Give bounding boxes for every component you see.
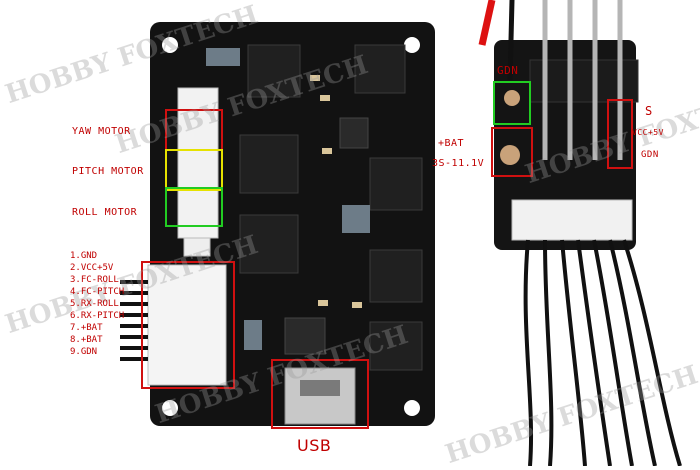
- resistor: [310, 75, 320, 81]
- bat-highlight-box: [491, 127, 533, 177]
- chip: [369, 321, 423, 371]
- usb-label: USB: [297, 436, 332, 455]
- bat-range-label: 3S-11.1V: [432, 158, 485, 169]
- gdn-right-label: GDN: [641, 150, 659, 160]
- resistor: [320, 95, 330, 101]
- pitch-highlight-box: [165, 149, 223, 191]
- pin-item: 1.GND: [70, 251, 98, 261]
- wire-bundle-right: [523, 239, 682, 467]
- pin-item: 9.GDN: [70, 347, 98, 357]
- mount-hole: [162, 400, 178, 416]
- pitch-motor-label: PITCH MOTOR: [72, 166, 144, 177]
- chip: [354, 44, 406, 94]
- s-label: S: [645, 104, 653, 118]
- bat-label: +BAT: [438, 138, 465, 149]
- mount-hole: [404, 37, 420, 53]
- yaw-motor-label: YAW MOTOR: [72, 126, 131, 137]
- gdn-top-label: GDN: [497, 64, 519, 77]
- pin-item: 3.FC-ROLL: [70, 275, 119, 285]
- motor-connector: [177, 87, 219, 239]
- chip: [239, 214, 299, 274]
- pin-item: 7.+BAT: [70, 323, 103, 333]
- usb-opening: [300, 380, 340, 396]
- resistor: [322, 148, 332, 154]
- chip: [247, 44, 301, 98]
- roll-motor-label: ROLL MOTOR: [72, 207, 138, 218]
- capacitor: [244, 320, 262, 350]
- pin-list: 1.GND 2.VCC+5V 3.FC-ROLL 4.FC-PITCH 5.RX…: [70, 250, 124, 358]
- black-wire: [507, 0, 515, 81]
- mount-hole: [404, 400, 420, 416]
- pin-highlight-box: [141, 261, 235, 389]
- solder-pad: [504, 90, 520, 106]
- connector-tab: [183, 237, 211, 257]
- resistor: [318, 300, 328, 306]
- capacitor: [342, 205, 370, 233]
- component: [339, 117, 369, 149]
- resistor: [352, 302, 362, 308]
- mount-hole: [162, 37, 178, 53]
- header-pins: [542, 0, 623, 160]
- pin-item: 5.RX-ROLL: [70, 299, 119, 309]
- pin-item: 6.RX-PITCH: [70, 311, 125, 321]
- chip: [369, 157, 423, 211]
- pin-item: 4.FC-PITCH: [70, 287, 125, 297]
- solder-pad: [500, 145, 520, 165]
- sub-connector: [511, 199, 633, 241]
- component: [284, 317, 326, 355]
- red-wire: [478, 0, 496, 46]
- usb-highlight-box: [271, 359, 369, 429]
- wire-bundle-left: [120, 280, 148, 361]
- s-highlight-box: [607, 99, 633, 169]
- gdn-highlight-box: [493, 81, 531, 125]
- chip: [239, 134, 299, 194]
- pin-item: 2.VCC+5V: [70, 263, 114, 273]
- chip: [369, 249, 423, 303]
- capacitor: [206, 48, 240, 66]
- pin-item: 8.+BAT: [70, 335, 103, 345]
- vcc-right-label: VCC+5V: [632, 128, 664, 137]
- roll-highlight-box: [165, 187, 223, 227]
- pin-connector: [147, 264, 227, 386]
